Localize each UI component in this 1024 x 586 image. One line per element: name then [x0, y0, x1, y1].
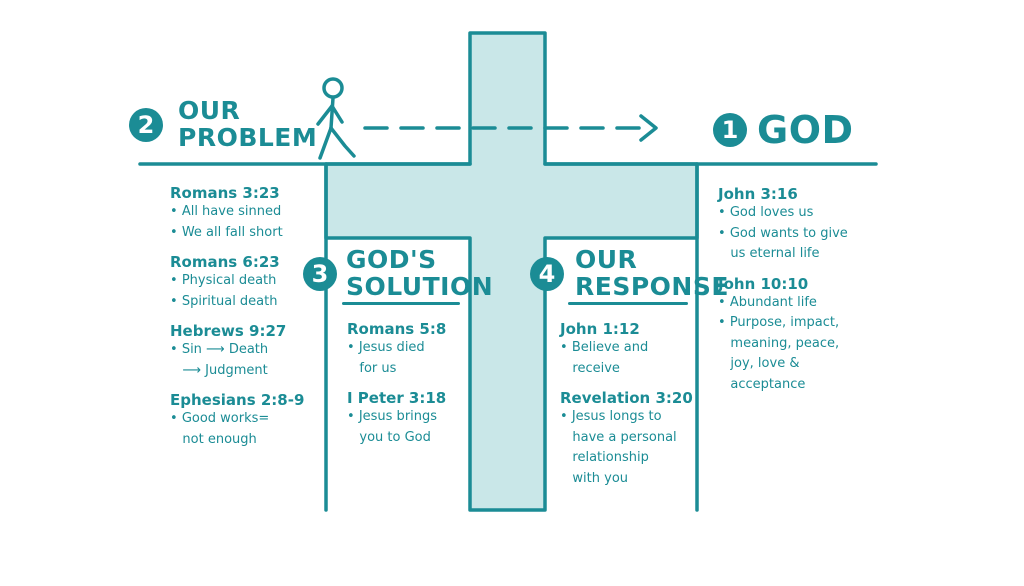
response-title-line1: OUR	[575, 245, 638, 274]
bullet-point: Sin ⟶ Death	[170, 340, 304, 361]
solution-number-badge: 3	[303, 257, 337, 291]
scripture-ref: John 1:12	[560, 320, 640, 338]
bullet-point: All have sinned	[170, 202, 304, 223]
scripture-ref: Ephesians 2:8-9	[170, 391, 305, 409]
scripture-ref: Revelation 3:20	[560, 389, 693, 407]
response-refs: John 1:12 Believe and receive Revelation…	[560, 320, 693, 499]
bullet-point: Good works=	[170, 409, 304, 430]
scripture-ref: Romans 5:8	[347, 320, 447, 338]
dashed-arrow-right-icon	[363, 114, 658, 142]
bullet-point: Physical death	[170, 271, 304, 292]
bullet-point: Jesus brings	[347, 407, 446, 428]
response-title-underline	[568, 302, 688, 305]
god-title: GOD	[757, 108, 854, 152]
solution-title-line2: SOLUTION	[346, 272, 494, 301]
god-refs: John 3:16 God loves us God wants to give…	[718, 185, 848, 405]
scripture-ref: Romans 6:23	[170, 253, 280, 271]
solution-refs: Romans 5:8 Jesus died for us I Peter 3:1…	[347, 320, 446, 458]
scripture-ref: Romans 3:23	[170, 184, 280, 202]
bullet-point: Purpose, impact,	[718, 313, 848, 334]
bullet-continuation: acceptance	[730, 376, 806, 392]
bullet-continuation: us eternal life	[730, 246, 820, 261]
bullet-continuation: receive	[572, 360, 620, 376]
bullet-point: God wants to give	[718, 224, 848, 245]
bullet-point: God loves us	[718, 203, 848, 224]
stick-figure-walking-icon	[316, 77, 356, 160]
bullet-point: Spiritual death	[170, 292, 304, 313]
scripture-ref: John 10:10	[718, 274, 809, 293]
bullet-continuation: meaning, peace,	[730, 335, 840, 351]
problem-refs: Romans 3:23 All have sinned We all fall …	[170, 184, 304, 460]
bullet-point: Jesus died	[347, 338, 446, 359]
bullet-continuation: ⟶ Judgment	[182, 362, 268, 378]
bullet-continuation: with you	[572, 470, 629, 486]
response-title-line2: RESPONSE	[575, 272, 729, 301]
god-number-badge: 1	[713, 113, 747, 147]
scripture-ref: Hebrews 9:27	[170, 322, 287, 340]
problem-number-badge: 2	[129, 108, 163, 142]
bullet-point: Abundant life	[718, 293, 848, 314]
bullet-continuation: joy, love &	[730, 356, 800, 371]
bullet-continuation: relationship	[572, 450, 649, 465]
bullet-point: We all fall short	[170, 223, 304, 244]
response-number-badge: 4	[530, 257, 564, 291]
solution-title-underline	[342, 302, 460, 305]
solution-title-line1: GOD'S	[346, 245, 437, 274]
scripture-ref: I Peter 3:18	[347, 389, 447, 407]
bullet-continuation: have a personal	[572, 429, 677, 445]
problem-title-line2: PROBLEM	[178, 123, 318, 152]
scripture-ref: John 3:16	[718, 185, 798, 203]
bullet-continuation: not enough	[182, 431, 257, 447]
bullet-continuation: for us	[359, 360, 397, 376]
bullet-continuation: you to God	[359, 429, 431, 445]
bullet-point: Jesus longs to	[560, 407, 693, 428]
problem-title-line1: OUR	[178, 96, 241, 125]
bullet-point: Believe and	[560, 338, 693, 359]
